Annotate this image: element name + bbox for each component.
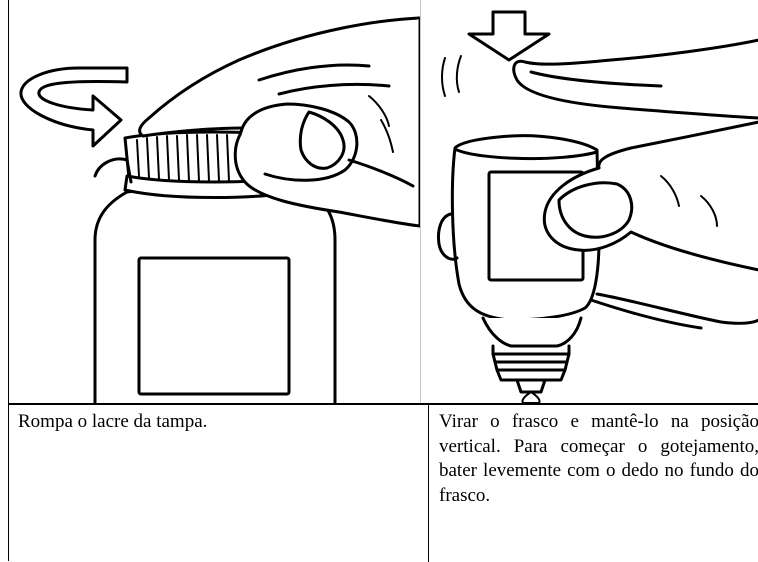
tapping-finger [442, 40, 758, 118]
down-arrow-icon [469, 12, 549, 60]
bottle-body [95, 188, 335, 404]
step-invert-and-tap: Virar o frasco e mantê-lo na posição ver… [429, 405, 758, 562]
step-text: Virar o frasco e mantê-lo na posição ver… [439, 411, 758, 506]
illustration-drop [421, 0, 758, 403]
step-text: Rompa o lacre da tampa. [18, 411, 207, 432]
rotate-arrow-icon [21, 68, 127, 146]
drop-drawing [421, 0, 758, 403]
step-open-cap: Rompa o lacre da tampa. [9, 405, 429, 562]
dropper-nozzle [483, 318, 581, 392]
instruction-table: Rompa o lacre da tampa. Virar o frasco e… [8, 404, 758, 561]
illustration-open-cap [9, 0, 421, 403]
drop-icon [522, 392, 539, 403]
illustration-strip [8, 0, 758, 404]
open-cap-drawing [9, 0, 420, 403]
